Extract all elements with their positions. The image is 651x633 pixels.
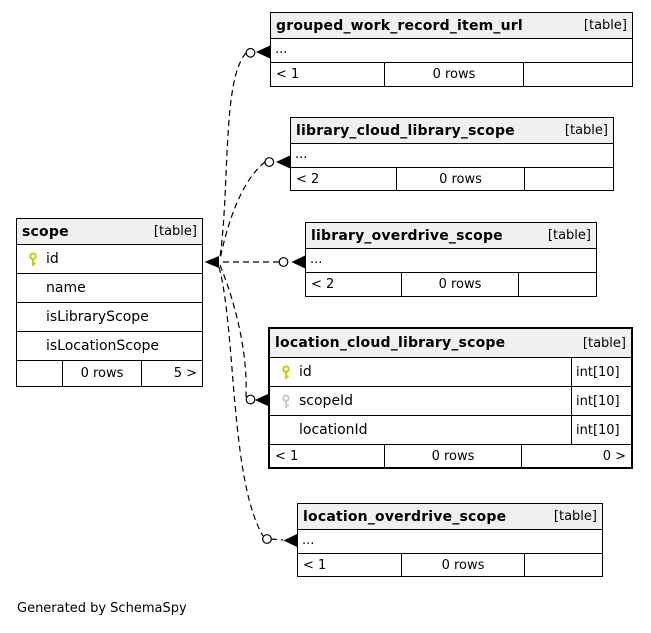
crowfoot-library-cloud (276, 155, 290, 169)
footer-children (524, 168, 613, 190)
odot-library-overdrive (278, 257, 289, 267)
icon-spacer (280, 416, 293, 444)
table-header: location_cloud_library_scope [table] (270, 329, 631, 358)
table-header: scope [table] (17, 219, 202, 245)
footer-parents: < 1 (303, 557, 327, 573)
footer-parents: < 1 (275, 448, 299, 464)
column-name: scopeId (299, 393, 354, 409)
icon-spacer (27, 332, 40, 360)
table-library-cloud-library-scope[interactable]: library_cloud_library_scope [table] ... … (290, 117, 614, 191)
footer-rowcount: 0 rows (384, 445, 521, 467)
odot-location-overdrive (262, 534, 272, 544)
table-footer: < 1 0 rows (271, 63, 632, 86)
crowfoot-location-cloud (255, 393, 269, 407)
relation-line-location-overdrive (218, 266, 264, 537)
footer-parents: < 2 (311, 277, 335, 292)
table-footer: 0 rows 5 > (17, 361, 202, 386)
table-name[interactable]: scope (22, 223, 69, 240)
table-name[interactable]: library_cloud_library_scope (296, 122, 515, 139)
column-name: isLibraryScope (46, 309, 149, 325)
table-footer: < 1 0 rows (298, 554, 602, 576)
table-grouped-work-record-item-url[interactable]: grouped_work_record_item_url [table] ...… (270, 12, 633, 87)
column-row-name: name (17, 274, 202, 303)
footer-parents (17, 361, 62, 386)
collapsed-columns-ellipsis: ... (306, 249, 596, 273)
footer-children (524, 554, 602, 576)
table-header: grouped_work_record_item_url [table] (271, 13, 632, 39)
footer-rowcount: 0 rows (396, 168, 524, 190)
column-row-islocationscope: isLocationScope (17, 332, 202, 361)
column-name: locationId (299, 422, 368, 438)
relation-line-library-cloud (219, 161, 266, 260)
table-footer: < 2 0 rows (291, 168, 613, 190)
table-footer: < 2 0 rows (306, 273, 596, 296)
table-tag: [table] (553, 509, 597, 524)
odot-grouped-work (245, 47, 256, 58)
column-type: int[10] (571, 358, 631, 386)
crowfoot-location-overdrive (283, 534, 297, 547)
footer-parents: < 2 (296, 171, 320, 187)
column-row-id: id (17, 245, 202, 274)
table-header: location_overdrive_scope [table] (298, 504, 602, 530)
relation-line-location-overdrive-tail (270, 538, 284, 541)
column-name: name (46, 280, 86, 296)
column-name: id (46, 251, 59, 267)
table-name[interactable]: location_cloud_library_scope (275, 335, 506, 351)
icon-spacer (27, 274, 40, 302)
column-row-id: id int[10] (270, 358, 631, 387)
table-header: library_cloud_library_scope [table] (291, 118, 613, 144)
table-header: library_overdrive_scope [table] (306, 223, 596, 249)
table-library-overdrive-scope[interactable]: library_overdrive_scope [table] ... < 2 … (305, 222, 597, 297)
footer-children: 5 > (141, 361, 202, 386)
table-location-overdrive-scope[interactable]: location_overdrive_scope [table] ... < 1… (297, 503, 603, 577)
footer-rowcount: 0 rows (401, 273, 518, 296)
column-row-locationid: locationId int[10] (270, 416, 631, 445)
footer-rowcount: 0 rows (401, 554, 524, 576)
icon-spacer (27, 303, 40, 331)
crowfoot-grouped-work (256, 45, 270, 59)
column-type: int[10] (571, 387, 631, 415)
primary-key-icon (27, 245, 40, 273)
column-row-islibraryscope: isLibraryScope (17, 303, 202, 332)
table-location-cloud-library-scope[interactable]: location_cloud_library_scope [table] id … (268, 327, 633, 469)
crowfoot-library-overdrive (291, 255, 305, 269)
table-tag: [table] (547, 228, 591, 243)
table-footer: < 1 0 rows 0 > (270, 445, 631, 467)
relation-line-location-cloud (219, 264, 247, 398)
footer-children (518, 273, 596, 296)
table-name[interactable]: library_overdrive_scope (311, 227, 503, 244)
footer-children: 0 > (521, 445, 631, 467)
scope-arrowhead (204, 256, 219, 268)
odot-library-cloud (264, 157, 275, 167)
generated-by-note: Generated by SchemaSpy (17, 601, 187, 616)
table-name[interactable]: location_overdrive_scope (303, 508, 507, 525)
table-tag: [table] (564, 123, 608, 138)
column-row-scopeid: scopeId int[10] (270, 387, 631, 416)
table-name[interactable]: grouped_work_record_item_url (276, 17, 523, 34)
collapsed-columns-ellipsis: ... (298, 530, 602, 554)
footer-parents: < 1 (276, 67, 300, 82)
collapsed-columns-ellipsis: ... (271, 39, 632, 63)
column-name: id (299, 364, 312, 380)
primary-key-icon (280, 358, 293, 386)
relation-line-grouped-work (219, 52, 247, 258)
collapsed-columns-ellipsis: ... (291, 144, 613, 168)
table-tag: [table] (583, 18, 627, 33)
column-type: int[10] (571, 416, 631, 444)
footer-children (523, 63, 632, 86)
table-tag: [table] (582, 335, 626, 351)
table-scope[interactable]: scope [table] id name isLibraryScope isL… (16, 218, 203, 387)
odot-location-cloud (245, 394, 256, 405)
footer-rowcount: 0 rows (384, 63, 523, 86)
table-tag: [table] (153, 224, 197, 239)
foreign-key-icon (280, 387, 293, 415)
column-name: isLocationScope (46, 338, 160, 354)
footer-rowcount: 0 rows (62, 361, 141, 386)
